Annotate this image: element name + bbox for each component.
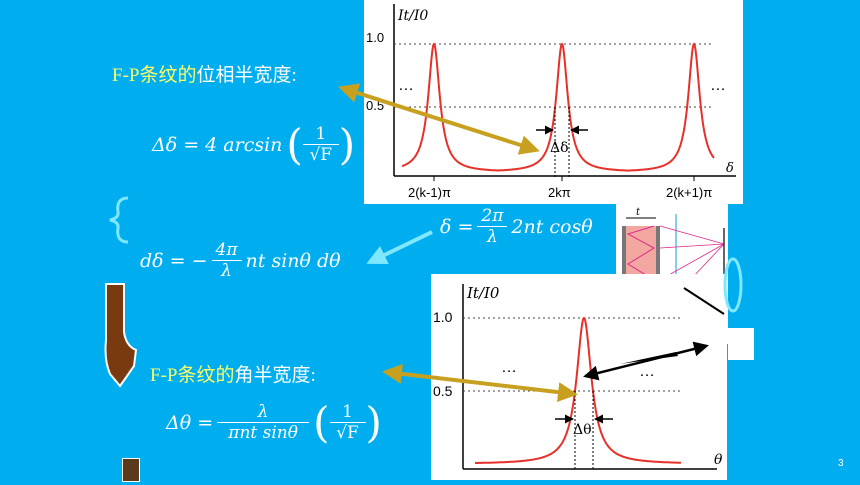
phase-formula-fraction: 1 √F xyxy=(302,124,339,165)
top-dots-right: … xyxy=(710,77,726,94)
bottom-x-label: θ xyxy=(714,452,723,468)
derivative-frac-den: λ xyxy=(221,261,232,281)
angle-frac-den: πnt sinθ xyxy=(228,423,298,443)
arrow-fringe-pointer xyxy=(620,352,678,364)
derivative-fraction: 4π λ xyxy=(211,240,242,281)
bottom-intensity-curve xyxy=(475,316,682,464)
bottom-ytick-1: 1.0 xyxy=(433,309,453,325)
derivative-frac-num: 4π xyxy=(215,240,238,260)
slide-logo-icon xyxy=(122,458,140,482)
arrow-phase-width xyxy=(338,83,540,155)
page-number: 3 xyxy=(838,458,844,469)
angle-width-label: F-P条纹的角半宽度: xyxy=(150,360,316,387)
fringe-ring-highlight xyxy=(723,257,743,313)
angle-paren-fraction: 1 √F xyxy=(329,402,366,443)
angle-width-formula: Δθ = λ πnt sinθ ( 1 √F ) xyxy=(166,398,382,447)
derivative-formula: dδ = − 4π λ nt sinθ dθ xyxy=(140,240,341,281)
delta-def-frac-num: 2π xyxy=(481,206,504,226)
top-width-label: Δδ xyxy=(550,140,569,156)
arrow-delta-def xyxy=(366,230,433,265)
screen-stub xyxy=(728,328,754,360)
phase-frac-num: 1 xyxy=(315,124,327,144)
angle-formula-lhs: Δθ = xyxy=(166,411,214,434)
arrow-screen-to-chart xyxy=(583,341,709,381)
arrow-angle-width xyxy=(382,363,578,403)
angle-paren-num: 1 xyxy=(342,402,353,422)
phase-formula-paren-close: ) xyxy=(338,120,356,169)
top-intensity-curve xyxy=(401,42,715,172)
top-x-label: δ xyxy=(726,161,734,176)
brace-left xyxy=(109,196,129,244)
angle-label-prefix: F-P条纹的 xyxy=(150,365,235,386)
phase-frac-bar xyxy=(302,144,339,145)
top-xtick-label-3: 2(k+1)π xyxy=(666,185,712,200)
angle-label-suffix: 角半宽度: xyxy=(234,365,316,386)
bottom-y-label: It/I0 xyxy=(466,284,500,302)
phase-label-prefix: F-P条纹的 xyxy=(112,65,197,86)
delta-def-frac-den: λ xyxy=(487,227,498,247)
delta-def-lhs: δ = xyxy=(440,215,474,238)
delta-def-frac-bar xyxy=(477,226,508,227)
derivative-rhs: nt sinθ dθ xyxy=(245,249,341,272)
top-xtick-label-2: 2kπ xyxy=(548,185,571,200)
derivative-frac-bar xyxy=(211,260,242,261)
phase-width-label: F-P条纹的位相半宽度: xyxy=(112,60,297,87)
angle-paren-bar xyxy=(329,422,366,423)
top-y-label: It/I0 xyxy=(397,8,428,24)
angle-fraction: λ πnt sinθ xyxy=(217,402,310,443)
top-xtick-label-1: 2(k-1)π xyxy=(408,185,451,200)
out-ray-2 xyxy=(659,243,725,249)
thickness-label: t xyxy=(636,207,641,218)
delta-definition-formula: δ = 2π λ 2nt cosθ xyxy=(440,206,593,247)
phase-frac-den: √F xyxy=(309,145,333,165)
phase-label-suffix: 位相半宽度: xyxy=(196,65,297,86)
phase-formula-paren: ( xyxy=(286,120,303,169)
top-ytick-1: 1.0 xyxy=(366,30,384,45)
angle-frac-bar xyxy=(217,422,310,423)
phase-width-formula: Δδ = 4 arcsin ( 1 √F ) xyxy=(152,120,355,169)
angle-formula-paren: ( xyxy=(313,398,330,447)
delta-def-rhs: 2nt cosθ xyxy=(511,215,593,238)
angle-frac-num: λ xyxy=(257,402,269,422)
derivative-lhs: dδ = − xyxy=(140,249,208,272)
angle-formula-paren-close: ) xyxy=(365,398,382,447)
delta-def-fraction: 2π λ xyxy=(477,206,508,247)
fringe-pointer-line xyxy=(683,287,725,315)
down-bend-arrow xyxy=(104,283,138,388)
out-ray-1 xyxy=(659,225,725,245)
angle-paren-den: √F xyxy=(336,423,359,443)
phase-formula-lhs: Δδ = 4 arcsin xyxy=(152,133,283,156)
bottom-width-label: Δθ xyxy=(573,422,592,438)
